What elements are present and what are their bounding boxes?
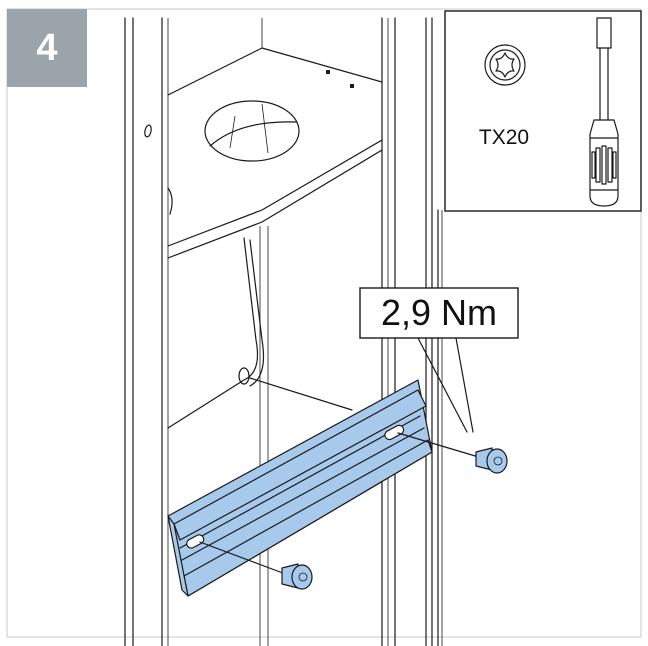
torx-bit-icon [484, 44, 526, 86]
step-number-badge: 4 [7, 9, 87, 87]
torx-size-label: TX20 [478, 126, 530, 149]
mounting-bracket [167, 237, 353, 429]
upper-screw-leader [397, 432, 483, 459]
torque-callout [359, 287, 519, 433]
lower-screw-leader [199, 541, 289, 576]
top-shelf [167, 18, 383, 259]
frame-border [6, 8, 642, 638]
screwdriver-icon [589, 17, 619, 207]
lower-screw [281, 563, 313, 590]
torque-value-label: 2,9 Nm [380, 292, 498, 333]
back-panel [259, 226, 269, 646]
din-rail [167, 379, 433, 597]
tool-inset [444, 10, 642, 212]
upper-screw [475, 447, 508, 474]
left-profile [124, 17, 173, 646]
